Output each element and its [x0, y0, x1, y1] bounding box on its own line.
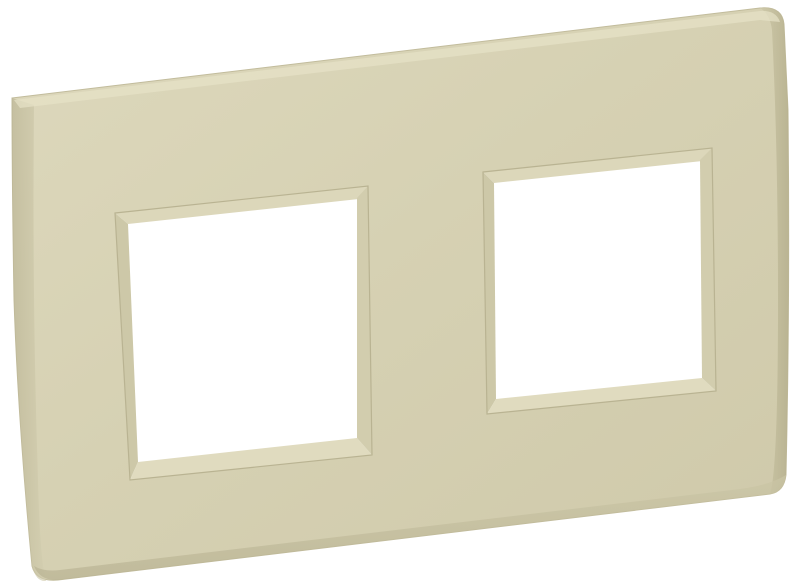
left-opening-top-wall [115, 186, 368, 224]
right-opening-right-wall [700, 148, 716, 391]
right-opening-top-wall [483, 148, 712, 183]
frame-bottom-edge [34, 475, 786, 581]
right-opening-hole [483, 148, 716, 414]
frame-left-edge [12, 98, 46, 582]
left-opening-hole [115, 186, 372, 480]
right-opening-bottom-wall [487, 378, 716, 414]
frame-top-highlight [14, 10, 780, 108]
left-opening-left-wall [115, 213, 138, 480]
left-opening-right-wall [357, 186, 372, 455]
frame-right-edge [760, 7, 789, 495]
left-opening-bottom-wall [130, 438, 372, 480]
right-opening [482, 147, 717, 415]
left-opening [114, 185, 373, 481]
